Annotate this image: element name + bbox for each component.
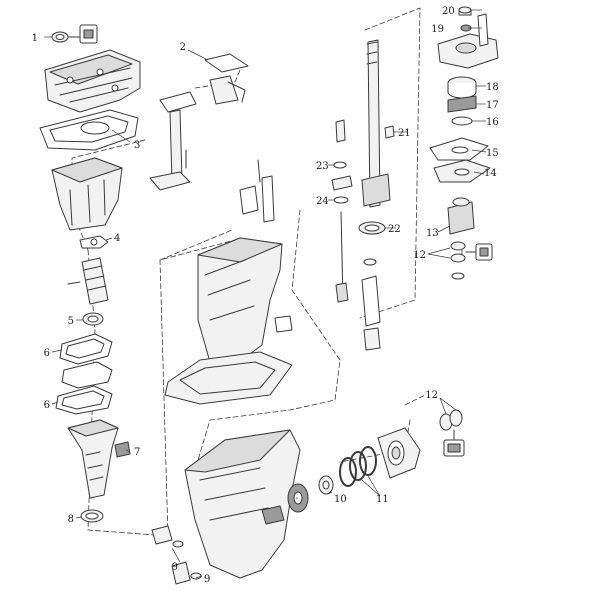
part-21-clip (384, 125, 395, 139)
label-part-13: 13 (426, 228, 439, 239)
part-15-gasket (429, 137, 489, 161)
label-part-24: 24 (316, 196, 329, 207)
shift-rod (331, 119, 353, 303)
label-part-20: 20 (442, 6, 455, 17)
part-12-seals-lower (439, 409, 465, 457)
label-part-6-lower: 6 (44, 400, 50, 411)
part-17-impeller (447, 95, 477, 113)
label-part-9-lower: 9 (204, 574, 210, 585)
drive-shaft (361, 39, 391, 208)
part-2-bracket (204, 53, 249, 105)
water-pump-housing (437, 13, 499, 69)
part-22-bearing (358, 221, 386, 235)
part-9-plug-lower (171, 561, 202, 585)
label-part-16: 16 (486, 117, 499, 128)
label-part-12-upper: 12 (413, 250, 426, 261)
shaft-lower-parts (361, 258, 381, 351)
part-12-seals-upper (450, 241, 493, 280)
leader-lines (44, 9, 487, 579)
part-16-oring (451, 116, 473, 126)
part-6-gasket-mid (61, 361, 113, 389)
part-18-liner (447, 76, 477, 99)
label-part-5: 5 (68, 316, 74, 327)
part-9-plug-upper (151, 525, 184, 548)
bearing-housing (377, 427, 421, 479)
label-part-7: 7 (134, 447, 140, 458)
label-part-1: 1 (32, 33, 38, 44)
oil-pan-upper (51, 157, 123, 231)
label-part-4: 4 (114, 233, 120, 244)
label-part-21: 21 (398, 128, 411, 139)
part-20-cap (458, 6, 472, 16)
label-part-22: 22 (388, 224, 401, 235)
label-part-8: 8 (68, 514, 74, 525)
label-part-19: 19 (431, 24, 444, 35)
label-part-18: 18 (486, 82, 499, 93)
part-4-gasket (79, 235, 109, 249)
label-part-2: 2 (180, 42, 186, 53)
label-part-23: 23 (316, 161, 329, 172)
part-1-seal (51, 24, 98, 44)
label-part-6-upper: 6 (44, 348, 50, 359)
label-part-10: 10 (334, 494, 347, 505)
label-part-17: 17 (486, 100, 499, 111)
label-part-14: 14 (484, 168, 497, 179)
part-8-seal (80, 509, 104, 523)
part-7-block (114, 441, 131, 458)
lower-gear-case (184, 429, 301, 579)
part-6-gasket-upper (59, 333, 113, 365)
water-tube-assembly (149, 91, 197, 191)
part-13-gear (447, 197, 475, 235)
part-14-plate (433, 159, 491, 183)
label-part-12-lower: 12 (425, 390, 438, 401)
part-6-gasket-lower (55, 385, 113, 415)
part-5-seal (82, 312, 104, 326)
label-part-11: 11 (376, 494, 389, 505)
label-part-9-upper: 9 (172, 562, 178, 573)
bearing-small (318, 475, 334, 495)
part-11-orings (339, 446, 377, 487)
driveshaft-housing (164, 159, 293, 405)
label-part-15: 15 (486, 148, 499, 159)
lower-extension (67, 419, 119, 499)
label-part-3: 3 (134, 140, 140, 151)
upper-casing-cover (44, 49, 141, 113)
part-3-gasket (39, 109, 139, 151)
part-labels: 1 2 3 4 5 6 6 7 8 9 9 10 11 12 12 13 14 … (32, 6, 499, 585)
exhaust-tube (67, 257, 109, 305)
